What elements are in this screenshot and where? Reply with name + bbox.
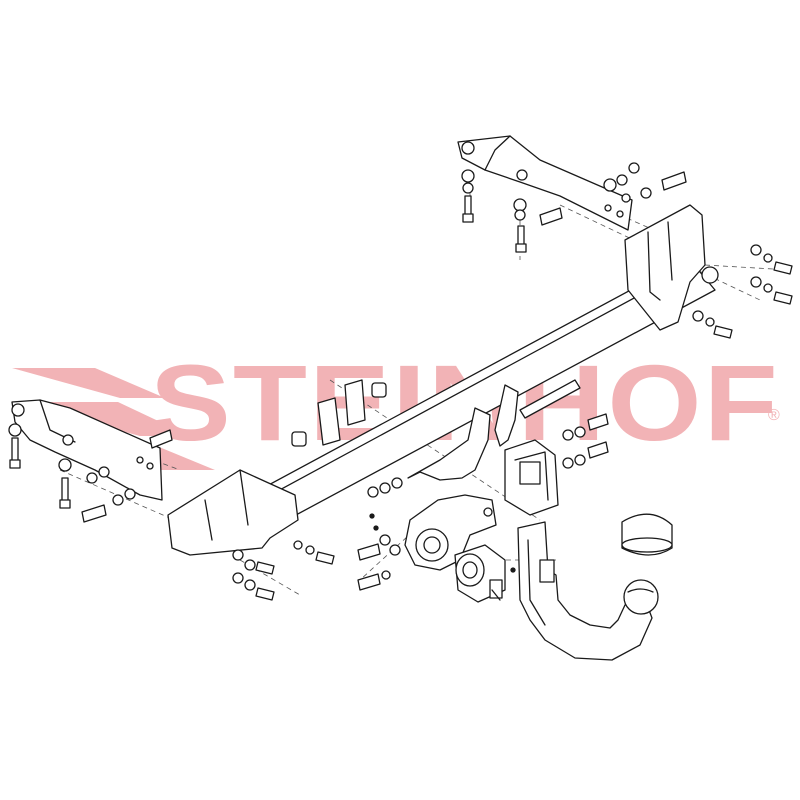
- electrical-socket: [454, 544, 506, 603]
- tow-bar-crossbeam: [167, 204, 719, 556]
- socket-mounting-plate: [404, 494, 497, 571]
- lock-receiver: [504, 439, 559, 516]
- right-side-bracket: [457, 135, 633, 231]
- tow-ball-cover-cap: [621, 513, 673, 556]
- bolts-washers-nuts: [8, 162, 793, 601]
- spacer-plates: [291, 379, 387, 447]
- detachable-tow-ball-neck: [517, 521, 659, 661]
- left-side-bracket: [11, 399, 163, 501]
- tow-ball: [623, 579, 659, 615]
- registered-mark: ®: [768, 407, 780, 424]
